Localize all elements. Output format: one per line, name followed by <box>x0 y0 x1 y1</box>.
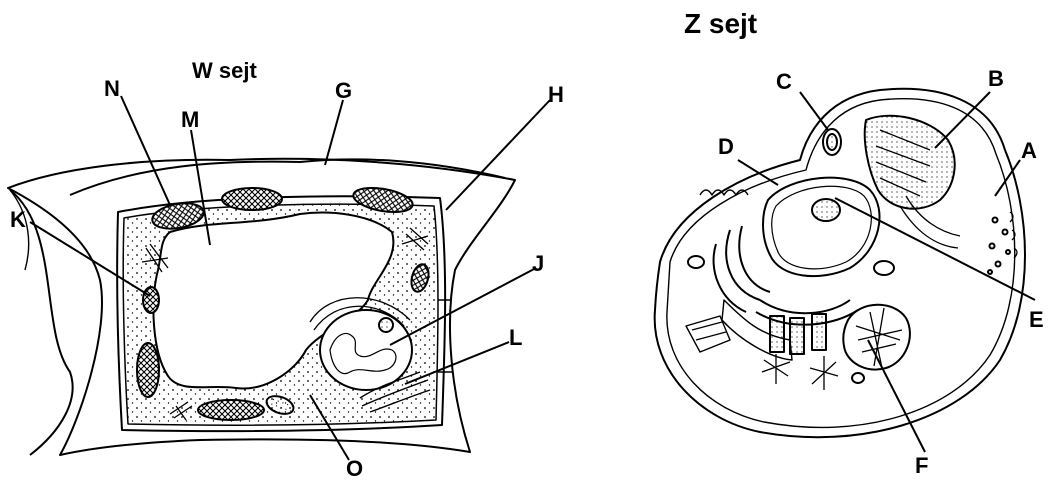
animal-cell-title: Z sejt <box>684 10 757 38</box>
plant-cell-title: W sejt <box>192 60 257 82</box>
label-c: C <box>776 71 792 93</box>
label-n: N <box>104 78 120 100</box>
label-d: D <box>718 136 734 158</box>
label-m: M <box>181 109 199 131</box>
label-h: H <box>548 84 564 106</box>
label-g: G <box>335 80 352 102</box>
label-e: E <box>1029 309 1044 331</box>
animal-nucleus <box>763 178 880 276</box>
label-k: K <box>10 209 26 231</box>
label-o: O <box>346 458 363 480</box>
label-f: F <box>915 455 928 477</box>
label-l: L <box>509 327 522 349</box>
plant-cell <box>8 159 515 455</box>
label-a: A <box>1021 140 1037 162</box>
animal-cell <box>655 89 1025 437</box>
label-j: J <box>532 253 544 275</box>
label-b: B <box>988 68 1004 90</box>
